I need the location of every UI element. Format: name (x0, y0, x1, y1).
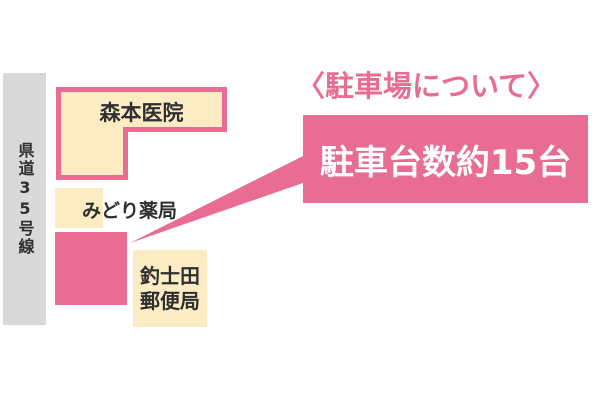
clinic-building-shape (56, 87, 227, 180)
parking-capacity-callout: 駐車台数約15台 (303, 115, 588, 203)
road-label: 県道35号線 (15, 142, 35, 256)
pharmacy-building (55, 188, 103, 228)
clinic-label: 森本医院 (99, 101, 184, 125)
parking-capacity-label: 駐車台数約15台 (319, 142, 572, 183)
road-bar: 県道35号線 (3, 73, 46, 325)
parking-lot (55, 232, 127, 305)
pharmacy-label: みどり薬局 (82, 200, 178, 222)
post-office-label: 釣士田 郵便局 (140, 263, 200, 313)
page-title: 〈駐車場について〉 (296, 69, 557, 103)
post-office-building: 釣士田 郵便局 (133, 250, 207, 327)
callout-pointer-triangle (130, 156, 303, 243)
